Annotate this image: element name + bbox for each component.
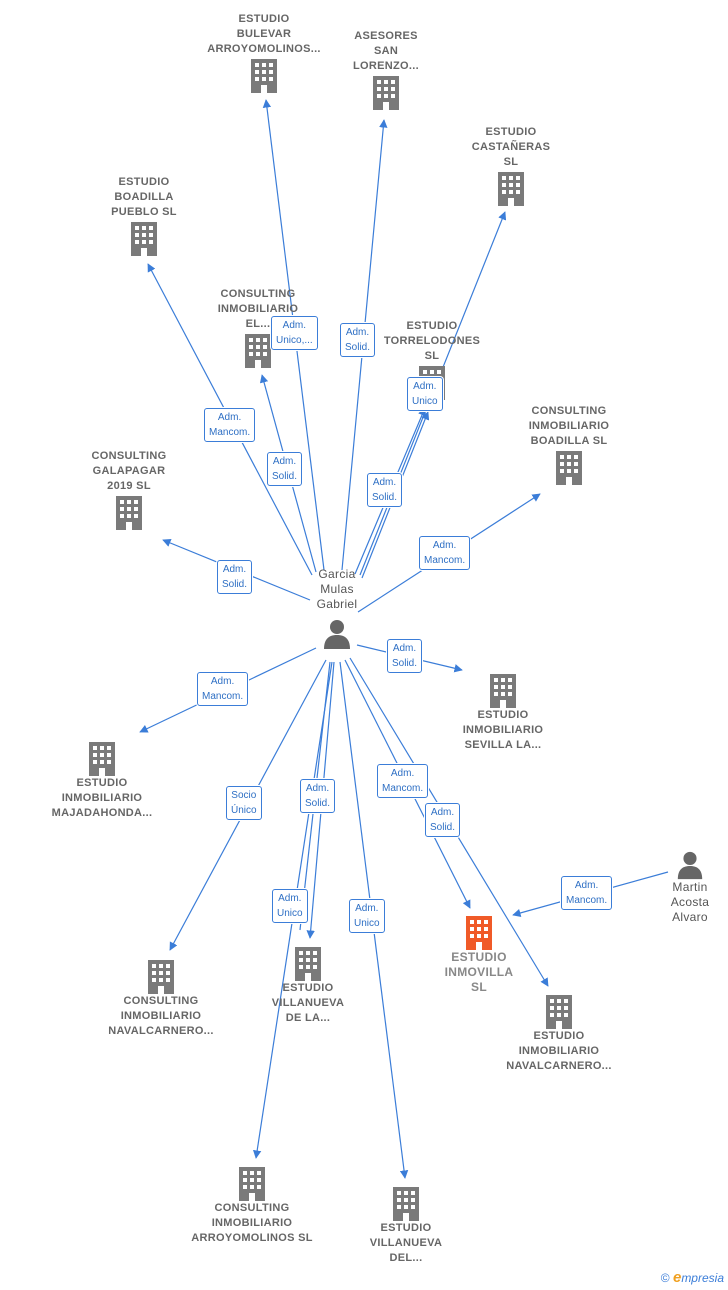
company-label: ESTUDIO CASTAÑERAS SL (471, 126, 551, 168)
relation-label[interactable]: Adm. Solid. (267, 452, 303, 486)
company-label: CONSULTING INMOBILIARIO NAVALCARNERO... (108, 995, 214, 1037)
building-icon (251, 59, 277, 93)
company-node[interactable]: ESTUDIO BULEVAR ARROYOMOLINOS... (199, 12, 329, 93)
company-node[interactable]: ESTUDIO INMOBILIARIO NAVALCARNERO... (494, 993, 624, 1074)
building-icon (89, 742, 115, 776)
target-company-node[interactable]: ESTUDIO INMOVILLA SL (414, 914, 544, 995)
company-label: ESTUDIO INMOBILIARIO NAVALCARNERO... (506, 1030, 612, 1072)
company-node[interactable]: CONSULTING INMOBILIARIO EL... (193, 287, 323, 368)
building-icon (116, 496, 142, 530)
brand-logo[interactable]: © empresia (661, 1269, 724, 1286)
company-label: ESTUDIO BOADILLA PUEBLO SL (111, 176, 177, 218)
building-icon (393, 1187, 419, 1221)
relation-label[interactable]: Adm. Solid. (367, 473, 403, 507)
company-label: CONSULTING INMOBILIARIO EL... (217, 288, 299, 330)
company-label: ESTUDIO BULEVAR ARROYOMOLINOS... (207, 13, 321, 55)
relation-label[interactable]: Adm. Unico (349, 899, 385, 933)
company-node[interactable]: ESTUDIO VILLANUEVA DEL... (341, 1185, 471, 1266)
relation-label[interactable]: Adm. Mancom. (561, 876, 613, 910)
company-label: ESTUDIO TORRELODONES SL (383, 320, 481, 362)
company-label: CONSULTING INMOBILIARIO ARROYOMOLINOS SL (191, 1202, 313, 1244)
company-label: ESTUDIO VILLANUEVA DE LA... (271, 982, 345, 1024)
company-node[interactable]: CONSULTING INMOBILIARIO BOADILLA SL (504, 404, 634, 485)
relation-label[interactable]: Adm. Unico (272, 889, 308, 923)
relation-label[interactable]: Adm. Unico,... (271, 316, 318, 350)
person-icon (677, 851, 703, 880)
company-node[interactable]: CONSULTING INMOBILIARIO ARROYOMOLINOS SL (187, 1165, 317, 1246)
company-node[interactable]: CONSULTING GALAPAGAR 2019 SL (64, 449, 194, 530)
company-label: ESTUDIO VILLANUEVA DEL... (369, 1222, 443, 1264)
copyright-symbol: © (660, 1271, 670, 1285)
target-company-label: ESTUDIO INMOVILLA SL (444, 950, 514, 994)
relation-label[interactable]: Socio Único (226, 786, 262, 820)
person-icon (324, 620, 350, 649)
company-label: ASESORES SAN LORENZO... (353, 30, 419, 72)
company-node[interactable]: ESTUDIO CASTAÑERAS SL (446, 125, 576, 206)
building-icon (239, 1167, 265, 1201)
relation-label[interactable]: Adm. Solid. (425, 803, 461, 837)
building-icon (148, 960, 174, 994)
building-icon (245, 334, 271, 368)
company-label: ESTUDIO INMOBILIARIO SEVILLA LA... (462, 709, 544, 751)
person-label: Garcia Mulas Gabriel (316, 567, 358, 611)
company-node[interactable]: ESTUDIO INMOBILIARIO SEVILLA LA... (438, 672, 568, 753)
relation-label[interactable]: Adm. Solid. (340, 323, 376, 357)
relation-label[interactable]: Adm. Mancom. (377, 764, 429, 798)
building-icon (373, 76, 399, 110)
building-icon (131, 222, 157, 256)
person-label: Martin Acosta Alvaro (670, 880, 710, 924)
company-node[interactable]: ESTUDIO BOADILLA PUEBLO SL (79, 175, 209, 256)
building-icon (466, 916, 492, 950)
building-icon (546, 995, 572, 1029)
company-label: CONSULTING INMOBILIARIO BOADILLA SL (528, 405, 610, 447)
center-person-node[interactable]: Garcia Mulas Gabriel (272, 567, 402, 650)
secondary-person-node[interactable]: Martin Acosta Alvaro (625, 850, 728, 925)
brand-e: e (672, 1269, 682, 1286)
building-icon (295, 947, 321, 981)
company-label: ESTUDIO INMOBILIARIO MAJADAHONDA... (51, 777, 153, 819)
company-node[interactable]: ESTUDIO TORRELODONES SL (367, 319, 497, 400)
company-label: CONSULTING GALAPAGAR 2019 SL (91, 450, 167, 492)
relation-label[interactable]: Adm. Solid. (387, 639, 423, 673)
relation-label[interactable]: Adm. Mancom. (204, 408, 256, 442)
relation-label[interactable]: Adm. Mancom. (419, 536, 471, 570)
relation-label[interactable]: Adm. Mancom. (197, 672, 249, 706)
company-node[interactable]: ESTUDIO VILLANUEVA DE LA... (243, 945, 373, 1026)
company-node[interactable]: CONSULTING INMOBILIARIO NAVALCARNERO... (96, 958, 226, 1039)
brand-name: mpresia (681, 1271, 724, 1285)
relation-label[interactable]: Adm. Solid. (300, 779, 336, 813)
company-node[interactable]: ESTUDIO INMOBILIARIO MAJADAHONDA... (37, 740, 167, 821)
relation-label[interactable]: Adm. Unico (407, 377, 443, 411)
relation-label[interactable]: Adm. Solid. (217, 560, 253, 594)
company-node[interactable]: ASESORES SAN LORENZO... (321, 29, 451, 110)
building-icon (498, 172, 524, 206)
building-icon (556, 451, 582, 485)
building-icon (490, 674, 516, 708)
